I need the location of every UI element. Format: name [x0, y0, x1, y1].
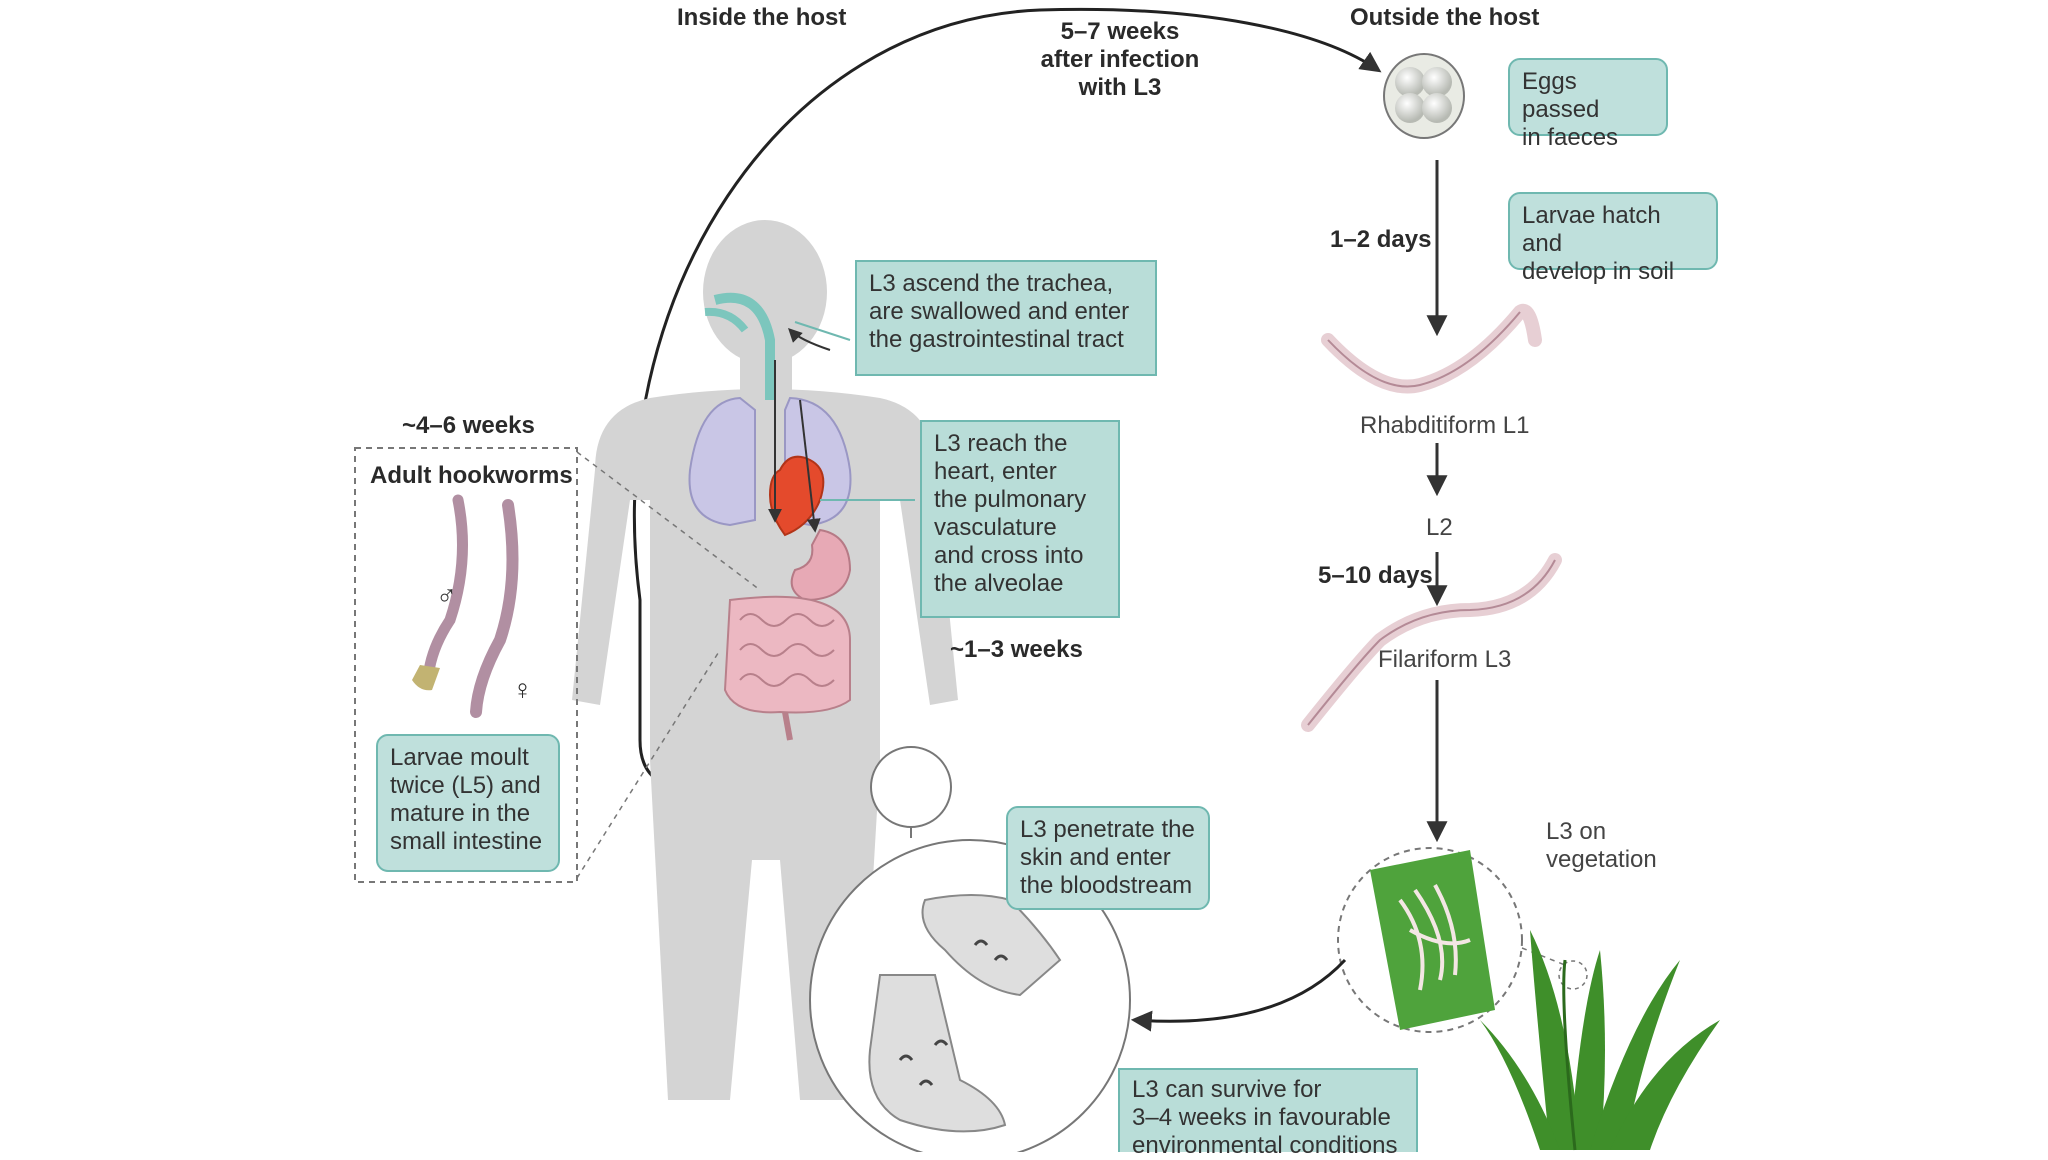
- l2-days-label: 5–10 days: [1318, 562, 1433, 589]
- heart-line-5: and cross into: [934, 542, 1084, 569]
- cycle-arrow-arc: [632, 7, 1382, 790]
- female-symbol: ♀: [512, 674, 533, 705]
- heart-box: L3 reach the heart, enter the pulmonary …: [920, 420, 1120, 618]
- adult-hookworm-panel: [354, 447, 578, 883]
- heading-outside-host: Outside the host: [1350, 4, 1540, 31]
- infection-timing-line-3: with L3: [1078, 74, 1162, 101]
- penetrate-line-3: the bloodstream: [1020, 872, 1193, 899]
- grass: [1480, 930, 1720, 1151]
- male-hookworm: [422, 494, 468, 686]
- hatch-line-1: Larvae hatch and: [1522, 202, 1661, 257]
- larvae-on-skin: [898, 939, 1009, 1086]
- moult-line-2: twice (L5) and: [390, 772, 541, 799]
- trachea-line-3: the gastrointestinal tract: [869, 326, 1124, 353]
- heart-line-6: the alveolae: [934, 570, 1064, 597]
- moult-line-1: Larvae moult: [390, 744, 529, 771]
- rhabditiform-larva: [1321, 303, 1542, 394]
- eggs-passed-box: Eggs passed in faeces: [1508, 58, 1668, 151]
- heart-line-3: the pulmonary: [934, 486, 1087, 513]
- heart-line-1: L3 reach the: [934, 430, 1068, 457]
- larvae-moult-box: Larvae moult twice (L5) and mature in th…: [376, 734, 560, 872]
- larvae-hatch-box: Larvae hatch and develop in soil: [1508, 192, 1718, 285]
- eggs-line-1: Eggs passed: [1522, 68, 1600, 123]
- vegetation-line-2: vegetation: [1546, 846, 1657, 873]
- survive-line-3: environmental conditions: [1132, 1132, 1398, 1159]
- trachea: [713, 292, 775, 400]
- intestines: [723, 595, 851, 741]
- trachea-box: L3 ascend the trachea, are swallowed and…: [855, 260, 1157, 376]
- migration-weeks-label: ~1–3 weeks: [950, 636, 1083, 663]
- heading-inside-host: Inside the host: [677, 4, 847, 31]
- eggs-line-2: in faeces: [1522, 124, 1619, 151]
- leaf-with-larvae: [1370, 850, 1495, 1030]
- hatch-days-label: 1–2 days: [1330, 226, 1432, 253]
- adult-weeks-label: ~4–6 weeks: [402, 412, 535, 439]
- vegetation-label: L3 on vegetation: [1546, 818, 1657, 874]
- adult-hookworms-title: Adult hookworms: [370, 462, 573, 489]
- trachea-line-1: L3 ascend the trachea,: [869, 270, 1114, 297]
- female-hookworm: [470, 499, 519, 718]
- survive-box: L3 can survive for 3–4 weeks in favourab…: [1118, 1068, 1418, 1159]
- l2-label: L2: [1426, 514, 1453, 541]
- survive-line-1: L3 can survive for: [1132, 1076, 1322, 1103]
- infection-timing: 5–7 weeks after infection with L3: [1030, 18, 1210, 102]
- hatch-line-2: develop in soil: [1522, 258, 1675, 285]
- penetrate-line-2: skin and enter: [1020, 844, 1171, 871]
- moult-line-4: small intestine: [390, 828, 543, 855]
- moult-line-3: mature in the: [390, 800, 531, 827]
- rhabditiform-l1-label: Rhabditiform L1: [1360, 412, 1530, 439]
- heart-line-4: vasculature: [934, 514, 1057, 541]
- penetrate-line-1: L3 penetrate the: [1020, 816, 1195, 843]
- male-symbol: ♂: [436, 580, 457, 611]
- infection-timing-line-2: after infection: [1040, 46, 1200, 73]
- survive-line-2: 3–4 weeks in favourable: [1132, 1104, 1391, 1131]
- filariform-l3-label: Filariform L3: [1378, 646, 1512, 673]
- infection-timing-line-1: 5–7 weeks: [1060, 18, 1180, 45]
- penetrate-skin-box: L3 penetrate the skin and enter the bloo…: [1006, 806, 1210, 910]
- vegetation-line-1: L3 on: [1546, 818, 1607, 845]
- egg-cluster: [1383, 53, 1465, 139]
- heart-line-2: heart, enter: [934, 458, 1057, 485]
- trachea-line-2: are swallowed and enter: [869, 298, 1130, 325]
- hand-and-foot: [868, 894, 1062, 1133]
